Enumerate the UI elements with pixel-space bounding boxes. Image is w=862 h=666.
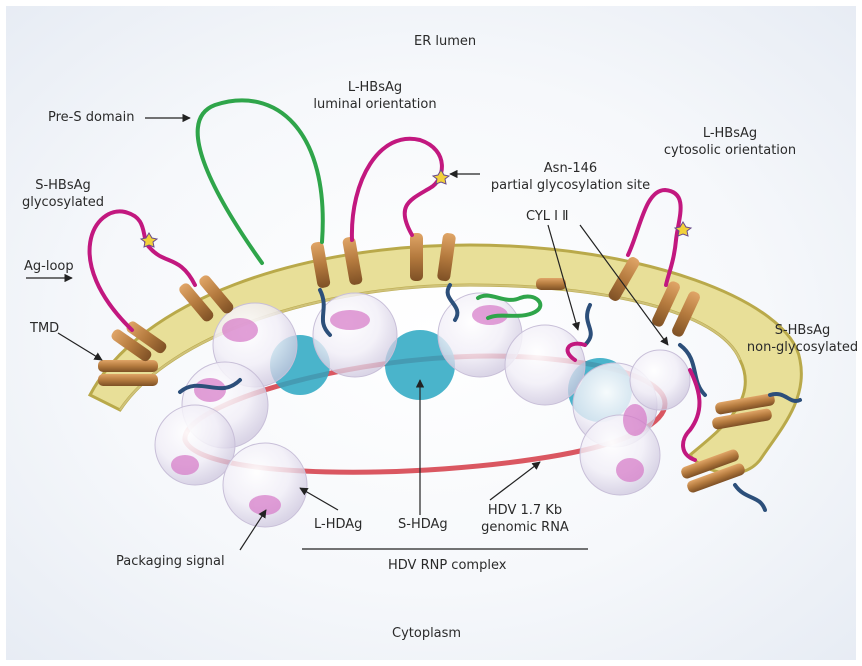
cytosolic-tail	[735, 485, 765, 510]
label-l-hbsag-cytosolic-line2: cytosolic orientation	[650, 142, 810, 159]
label-asn146-line2: partial glycosylation site	[478, 177, 663, 194]
arrow-tmd	[58, 333, 102, 360]
label-ag-loop: Ag-loop	[24, 258, 74, 275]
tmd-helix	[98, 374, 158, 386]
label-s-hbsag-nonglycosylated: S-HBsAg non-glycosylated	[745, 322, 860, 356]
label-cyl: CYL Ⅰ Ⅱ	[526, 208, 569, 225]
label-s-hbsag-nonglyco-line2: non-glycosylated	[745, 339, 860, 356]
label-l-hdag: L-HDAg	[314, 516, 362, 533]
label-s-hbsag-glycosylated: S-HBsAg glycosylated	[18, 177, 108, 211]
label-l-hbsag-cytosolic-line1: L-HBsAg	[650, 125, 810, 142]
label-hdv-rna: HDV 1.7 Kb genomic RNA	[470, 502, 580, 536]
label-packaging-signal: Packaging signal	[116, 553, 225, 570]
label-l-hbsag-luminal-line2: luminal orientation	[300, 96, 450, 113]
label-pre-s-domain: Pre-S domain	[48, 109, 134, 126]
cytosolic-tail	[585, 305, 591, 345]
l-hdag-patch	[330, 310, 370, 330]
hdag-sphere	[580, 415, 660, 495]
arrow-rna	[490, 462, 540, 500]
l-hdag-patch	[171, 455, 199, 475]
label-l-hbsag-luminal-line1: L-HBsAg	[300, 79, 450, 96]
pre-s-luminal	[198, 100, 323, 263]
label-s-hbsag-nonglyco-line1: S-HBsAg	[745, 322, 860, 339]
label-hdv-rna-line2: genomic RNA	[470, 519, 580, 536]
label-l-hbsag-luminal: L-HBsAg luminal orientation	[300, 79, 450, 113]
hdag-sphere	[630, 350, 690, 410]
l-hdag-patch	[616, 458, 644, 482]
label-asn146-line1: Asn-146	[478, 160, 663, 177]
label-s-hbsag-glyco-line1: S-HBsAg	[18, 177, 108, 194]
label-hdv-rna-line1: HDV 1.7 Kb	[470, 502, 580, 519]
tmd-helix	[98, 360, 158, 372]
tmd-helix	[410, 233, 423, 281]
label-s-hbsag-glyco-line2: glycosylated	[18, 194, 108, 211]
label-l-hbsag-cytosolic: L-HBsAg cytosolic orientation	[650, 125, 810, 159]
l-hdag-patch	[222, 318, 258, 342]
arrow-l-hdag	[300, 488, 338, 510]
label-cytoplasm: Cytoplasm	[392, 625, 461, 642]
label-er-lumen: ER lumen	[414, 33, 476, 50]
tmd-helix	[536, 278, 566, 290]
hdag-sphere	[155, 405, 235, 485]
label-hdv-rnp-complex: HDV RNP complex	[388, 557, 506, 574]
ag-loop-asn146	[352, 139, 442, 240]
label-asn146: Asn-146 partial glycosylation site	[478, 160, 663, 194]
hdag-sphere	[505, 325, 585, 405]
l-hdag-patch	[623, 404, 647, 436]
label-tmd: TMD	[30, 320, 59, 337]
label-s-hdag: S-HDAg	[398, 516, 448, 533]
